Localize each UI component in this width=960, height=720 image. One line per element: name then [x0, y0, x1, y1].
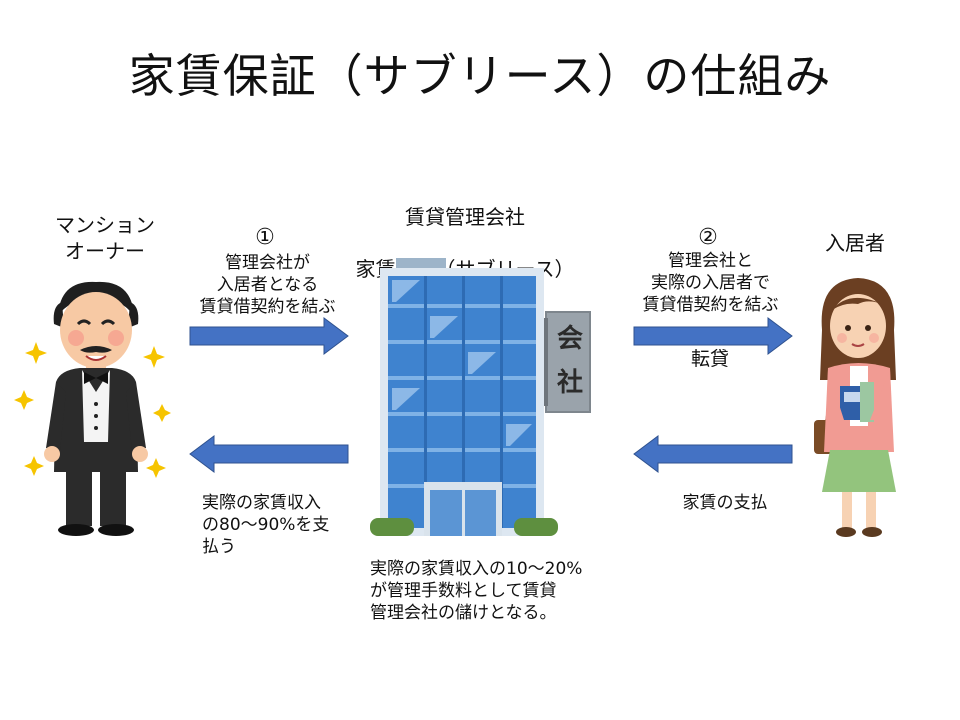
company-sign-top: 会	[556, 324, 583, 354]
arrow-company-to-owner	[189, 435, 349, 473]
arrow-tenant-to-company	[633, 435, 793, 473]
tenant-illustration	[814, 278, 896, 537]
step1-number: ①	[255, 225, 275, 250]
arrow-company-to-tenant	[633, 317, 793, 355]
company-label-line1: 賃貸管理会社	[405, 205, 525, 229]
diagram-title: 家賃保証（サブリース）の仕組み	[128, 49, 832, 103]
step2-text: 管理会社と 実際の入居者で 賃貸借契約を結ぶ	[642, 251, 779, 315]
payment-tenant-text: 家賃の支払	[682, 493, 768, 513]
payment-owner-text: 実際の家賃収入 の80～90%を支 払う	[202, 493, 330, 557]
sparkle-icon	[14, 342, 171, 478]
step2-sub-label: 転貸	[690, 348, 729, 370]
company-building-illustration	[370, 258, 591, 536]
step2-number: ②	[698, 225, 718, 250]
fee-note-text: 実際の家賃収入の10～20% が管理手数料として賃貸 管理会社の儲けとなる。	[370, 559, 583, 623]
arrow-owner-to-company	[189, 317, 349, 355]
owner-label: マンション オーナー	[55, 213, 155, 263]
company-sign-bottom: 社	[556, 368, 583, 398]
owner-illustration	[14, 281, 171, 536]
tenant-label: 入居者	[825, 231, 885, 255]
step1-text: 管理会社が 入居者となる 賃貸借契約を結ぶ	[199, 253, 336, 317]
